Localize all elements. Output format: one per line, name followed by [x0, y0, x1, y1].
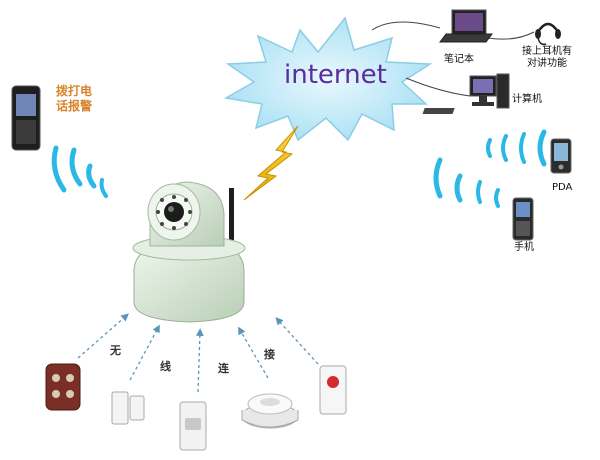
door-sensor-icon [111, 391, 145, 425]
wireless-char-3: 连 [218, 362, 229, 375]
desktop-label: 计算机 [512, 94, 542, 105]
laptop-label: 笔记本 [444, 54, 474, 65]
pda-label: PDA [552, 182, 573, 193]
ip-camera [132, 181, 246, 323]
lightning-bolt [243, 125, 299, 201]
ir-leds [156, 195, 192, 230]
wifi-waves-left [51, 145, 108, 198]
internet-cloud [223, 16, 433, 142]
headset-label: 接上耳机有 对讲功能 [522, 46, 572, 69]
pda-icon [550, 138, 572, 174]
wireless-char-2: 线 [160, 360, 171, 373]
wireless-char-1: 无 [110, 344, 121, 357]
desktop-icon [422, 73, 510, 114]
sensor-links [77, 313, 319, 393]
camera-antenna [229, 188, 234, 274]
pir-detector-icon [179, 401, 207, 451]
mobile-phone-icon [512, 197, 534, 241]
laptop-icon [439, 9, 493, 43]
cloud-laptop-link [371, 21, 441, 31]
headset-icon [535, 22, 561, 46]
alarm-phone-icon [11, 85, 41, 151]
emergency-button-icon [319, 365, 347, 415]
smoke-detector-icon [241, 393, 299, 429]
mobile-label: 手机 [514, 242, 534, 253]
alarm-phone-label: 拨打电 话报警 [56, 84, 93, 113]
cloud-desktop-link [405, 77, 471, 97]
internet-label: internet [284, 60, 387, 90]
remote-control-icon [45, 363, 81, 411]
headset-cable [487, 31, 535, 40]
wireless-char-4: 接 [264, 348, 275, 361]
wifi-waves-right [433, 129, 547, 208]
